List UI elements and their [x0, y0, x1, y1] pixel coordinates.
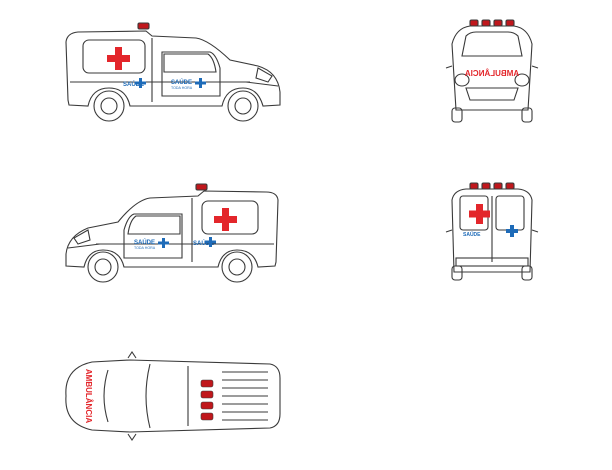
- blue-cross-logo-icon: [158, 238, 169, 248]
- roof-light-icon: [195, 183, 208, 191]
- rear-bumper: [455, 257, 529, 267]
- roof-light-bar: [200, 379, 214, 421]
- roof-light-icon: [469, 19, 479, 27]
- rear-view: [445, 182, 539, 281]
- roof-light-icon: [493, 19, 503, 27]
- front-door: [161, 51, 221, 97]
- top-view: [65, 351, 281, 441]
- front-grille: [465, 87, 519, 101]
- top-windshield: [103, 369, 109, 423]
- rear-wheel: [221, 251, 253, 283]
- front-wheel: [87, 251, 119, 283]
- roof-light-icon: [137, 22, 150, 30]
- front-body: [451, 25, 533, 111]
- small-brand-tag: SAÚDE: [123, 81, 144, 88]
- van-body: [65, 30, 281, 107]
- front-window: [127, 215, 181, 235]
- roof-ribs: [222, 371, 268, 421]
- front-ambulance-lettering: AMBULÂNCIA: [465, 69, 519, 78]
- roof-light-icon: [200, 412, 214, 421]
- red-cross-icon: [214, 208, 237, 231]
- front-wheel: [227, 90, 259, 122]
- roof-light-icon: [481, 182, 491, 190]
- roof-light-icon: [505, 19, 515, 27]
- roof-light-bar: [469, 182, 515, 190]
- rear-right-window: [495, 195, 525, 231]
- door-brand-name: SAÚDE: [134, 239, 155, 246]
- roof-light-icon: [200, 390, 214, 399]
- blue-cross-logo-icon: [205, 237, 216, 247]
- door-brand-subtitle: TODA HORA: [134, 246, 156, 250]
- small-brand-tag: SAÚDE: [193, 240, 214, 247]
- side-view-right: [65, 183, 279, 283]
- hood-ambulance-lettering: AMBULÂNCIA: [84, 369, 93, 423]
- roof-light-icon: [469, 182, 479, 190]
- roof-light-icon: [505, 182, 515, 190]
- blue-cross-logo-icon: [135, 78, 146, 88]
- roof-light-icon: [481, 19, 491, 27]
- rear-window: [201, 200, 259, 235]
- front-door: [123, 213, 183, 259]
- front-right-wheel: [521, 107, 533, 123]
- roof-light-icon: [493, 182, 503, 190]
- front-window: [163, 53, 217, 73]
- blue-cross-logo-icon: [195, 78, 206, 88]
- roof-light-icon: [200, 379, 214, 388]
- top-body: [65, 359, 281, 433]
- rear-left-wheel: [451, 265, 463, 281]
- windshield: [461, 31, 523, 57]
- blue-cross-logo-icon: [506, 225, 518, 237]
- side-view-left: [65, 22, 281, 122]
- door-brand-subtitle: TODA HORA: [171, 86, 193, 90]
- door-brand-name: SAÚDE: [171, 79, 192, 86]
- roof-light-bar: [469, 19, 515, 27]
- front-view: [445, 19, 539, 123]
- red-cross-icon: [107, 47, 130, 70]
- rear-wheel: [93, 90, 125, 122]
- rear-brand-tag: SAÚDE: [463, 231, 481, 238]
- van-body: [65, 190, 279, 268]
- roof-light-icon: [200, 401, 214, 410]
- rear-window: [82, 39, 146, 74]
- rear-right-wheel: [521, 265, 533, 281]
- red-cross-icon: [469, 204, 490, 224]
- front-left-wheel: [451, 107, 463, 123]
- rear-body: [451, 188, 533, 273]
